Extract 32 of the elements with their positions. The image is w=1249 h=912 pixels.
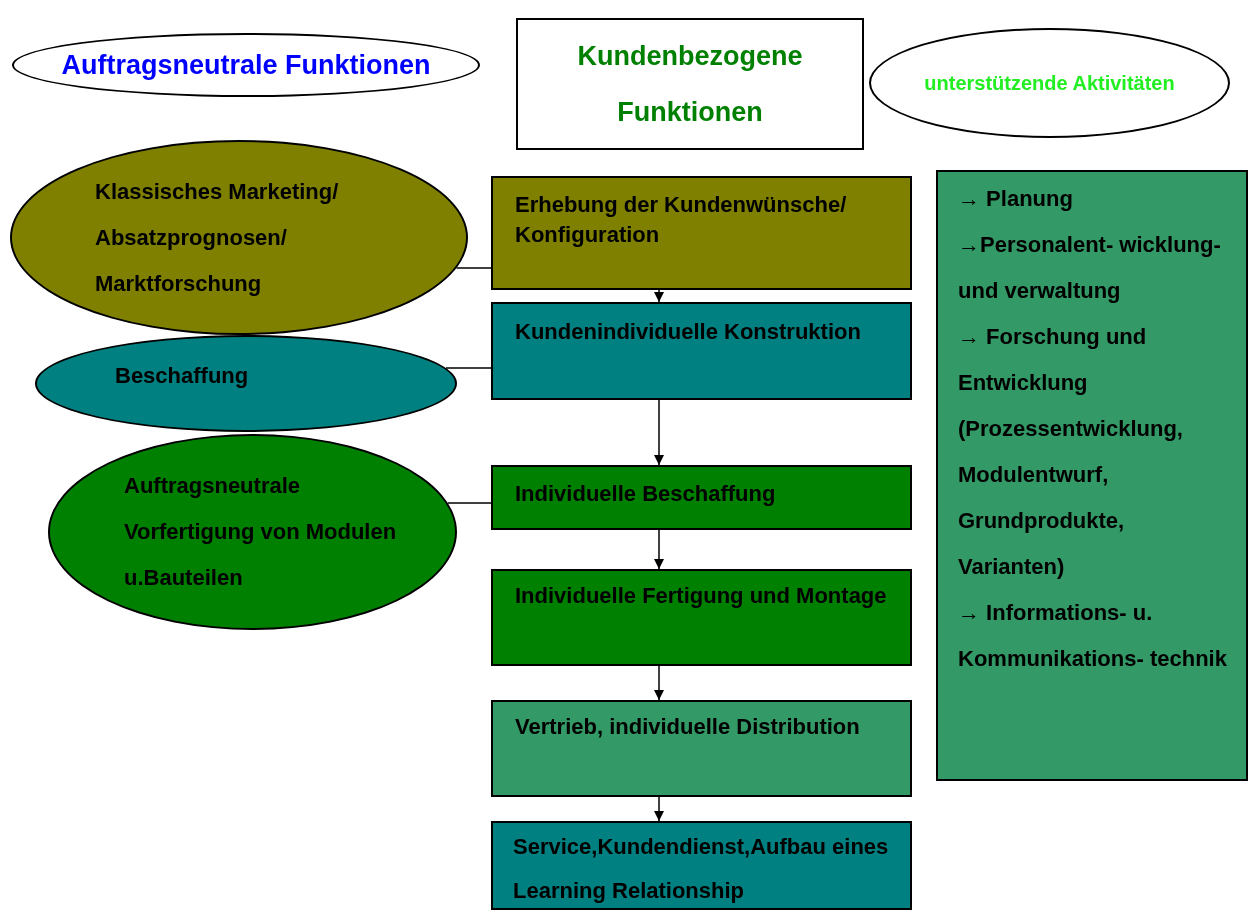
connector-line <box>455 267 492 269</box>
node-text: Vertrieb, individuelle Distribution <box>515 713 861 741</box>
node-text: Kundenindividuelle Konstruktion <box>515 318 862 346</box>
node-text: unterstützende Aktivitäten <box>923 71 1176 96</box>
node-text: Klassisches Marketing/ Absatzprognosen/ Marktforschung <box>95 177 340 298</box>
node-text: Individuelle Fertigung und Montage <box>515 582 888 610</box>
node-text: → Forschung und Entwicklung (Prozessentwicklung, Modulentwurf, Grundprodukte, Varianten) <box>958 323 1184 581</box>
process-box <box>491 302 912 400</box>
node-text: Auftragsneutrale Vorfertigung von Modulen u.Bauteilen <box>124 472 398 592</box>
header-box <box>516 18 864 150</box>
connector-line <box>447 502 492 504</box>
node-text: Kundenbezogene Funktionen <box>576 40 804 129</box>
node-text: →Personalent- wicklung- und verwaltung <box>958 231 1222 305</box>
arrow <box>654 399 664 466</box>
node-text: Individuelle Beschaffung <box>515 480 777 508</box>
node-text: Service,Kundendienst,Aufbau eines Learning Relationship <box>513 833 890 905</box>
process-box <box>491 176 912 290</box>
node-text: → Planung <box>958 185 1074 213</box>
arrow <box>654 529 664 570</box>
process-box <box>491 569 912 666</box>
process-box <box>491 821 912 910</box>
arrow <box>654 665 664 701</box>
arrow <box>654 289 664 303</box>
node-text: Auftragsneutrale Funktionen <box>60 48 432 82</box>
process-box <box>491 465 912 530</box>
node-text: Erhebung der Kundenwünsche/ Konfiguration <box>515 191 848 249</box>
node-text: → Informations- u. Kommunikations- technik <box>958 599 1228 673</box>
connector-line <box>445 367 492 369</box>
activity-panel <box>936 170 1248 781</box>
process-box <box>491 700 912 797</box>
node-text: Beschaffung <box>115 362 250 390</box>
arrow <box>654 796 664 822</box>
